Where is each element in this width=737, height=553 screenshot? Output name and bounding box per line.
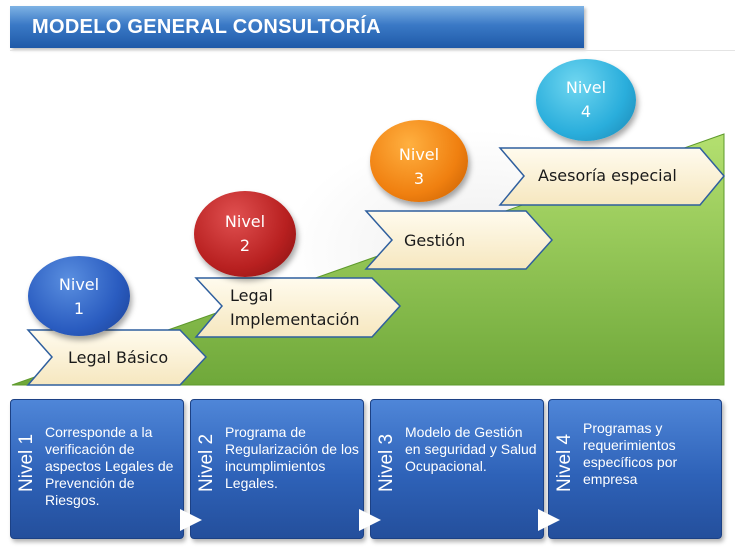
step-arrow-3	[364, 210, 554, 270]
level-1-circle: Nivel 1	[28, 256, 130, 336]
step-label-2-line1: Legal	[230, 286, 273, 305]
page-title: MODELO GENERAL CONSULTORÍA	[32, 16, 381, 38]
card-arrow-right-icon	[538, 509, 560, 531]
level-1-card: Nivel 1 Corresponde a la verificación de…	[10, 399, 184, 539]
card-arrow-right-icon	[359, 509, 381, 531]
level-2-circle-title: Nivel	[224, 212, 266, 231]
level-4-circle: Nivel 4	[536, 59, 636, 141]
level-2-circle-number: 2	[239, 236, 251, 255]
level-4-circle-title: Nivel	[565, 78, 607, 97]
level-4-card-title: Nivel 4	[554, 433, 575, 493]
level-1-circle-number: 1	[73, 299, 85, 318]
level-2-card: Nivel 2 Programa de Regularización de lo…	[190, 399, 364, 539]
level-4-card-text: Programas y requerimientos específicos p…	[583, 420, 678, 487]
level-3-circle: Nivel 3	[370, 120, 468, 202]
level-3-card: Nivel 3 Modelo de Gestión en seguridad y…	[370, 399, 544, 539]
step-label-2-line2: Implementación	[230, 310, 360, 329]
step-arrow-1	[26, 329, 208, 386]
title-bar: MODELO GENERAL CONSULTORÍA	[10, 6, 584, 48]
level-4-circle-number: 4	[580, 102, 592, 121]
level-2-circle: Nivel 2	[194, 191, 296, 277]
level-1-card-title: Nivel 1	[16, 433, 37, 493]
level-2-card-title: Nivel 2	[196, 433, 217, 493]
level-3-card-title: Nivel 3	[376, 433, 397, 493]
level-3-circle-number: 3	[413, 169, 425, 188]
level-3-circle-title: Nivel	[398, 145, 440, 164]
level-4-card: Nivel 4 Programas y requerimientos espec…	[548, 399, 722, 539]
step-label-1: Legal Básico	[68, 348, 169, 367]
card-arrow-right-icon	[180, 509, 202, 531]
step-arrow-2	[194, 277, 402, 338]
step-arrow-4	[498, 147, 725, 206]
divider-line	[10, 50, 735, 51]
level-2-card-text: Programa de Regularización de los incump…	[225, 424, 359, 491]
step-label-4: Asesoría especial	[538, 166, 677, 185]
level-1-circle-title: Nivel	[58, 275, 100, 294]
level-1-card-text: Corresponde a la verificación de aspecto…	[45, 424, 174, 508]
step-label-3: Gestión	[404, 231, 466, 250]
level-3-card-text: Modelo de Gestión en seguridad y Salud O…	[405, 424, 537, 474]
